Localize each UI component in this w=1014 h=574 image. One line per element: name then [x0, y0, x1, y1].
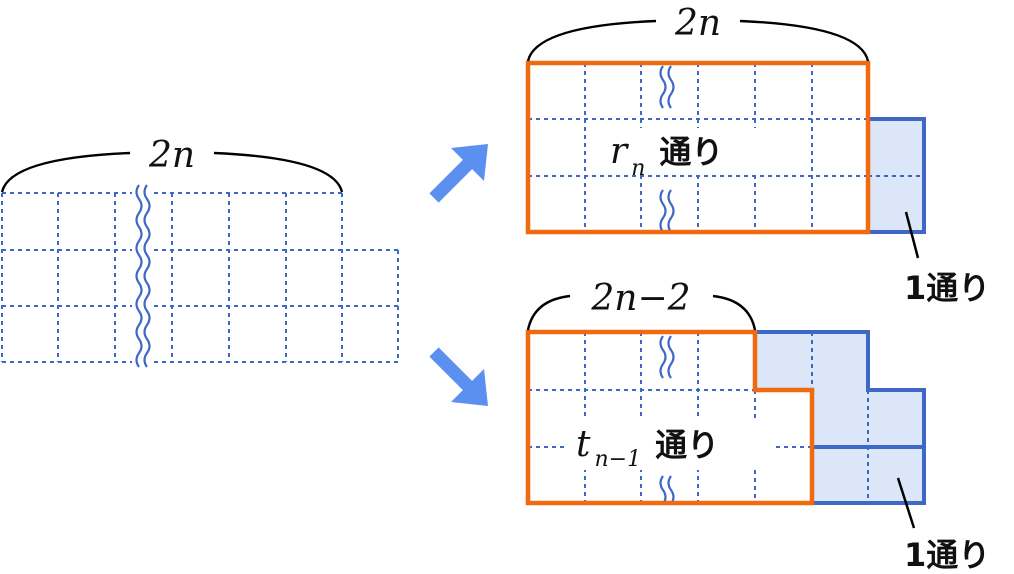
- top-right-orange-frame: [525, 60, 871, 235]
- left-width-label: 2n: [148, 135, 195, 176]
- bottom-right-pointer-line: [896, 477, 916, 529]
- top-right-pointer-line: [904, 211, 920, 259]
- bottom-right-tail-label: 1通り: [904, 536, 990, 574]
- left-grid: [1, 184, 399, 369]
- bottom-right-tail-blocks: [753, 330, 926, 505]
- bottom-right-grid: [528, 332, 812, 510]
- top-right-width-brace: [526, 19, 870, 62]
- arrow-down-right: [429, 347, 488, 406]
- top-right-region-label: r n 通り: [610, 131, 723, 181]
- bottom-right-region-label: t n−1 通り: [576, 424, 719, 472]
- bottom-right-width-brace: [526, 294, 757, 331]
- bottom-right-orange-frame: [525, 329, 815, 506]
- arrow-up-right: [429, 144, 488, 203]
- top-right-grid: [528, 63, 868, 233]
- left-width-brace: [0, 151, 344, 193]
- top-right-tail-block: [866, 117, 926, 234]
- top-right-tail-label: 1通り: [904, 269, 990, 307]
- top-right-width-label: 2n: [674, 3, 721, 44]
- bottom-right-width-label: 2n−2: [590, 278, 690, 319]
